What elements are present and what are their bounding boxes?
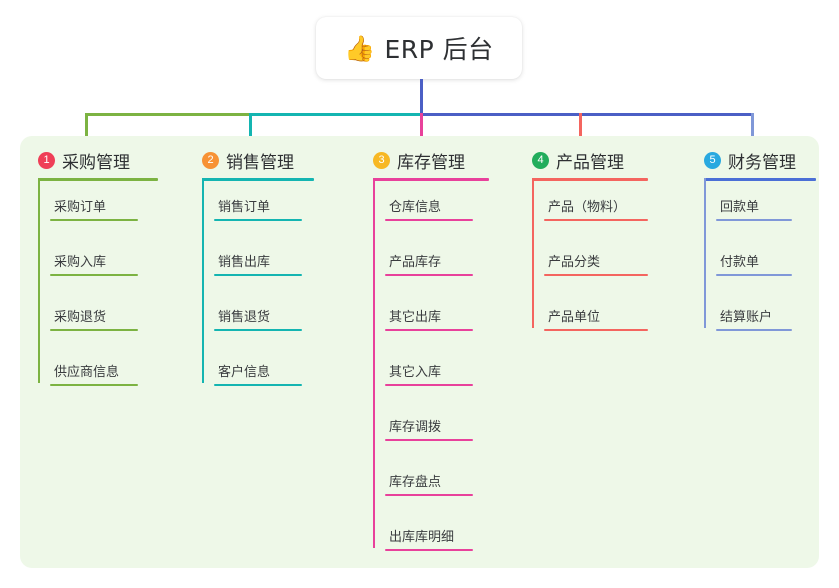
module-item-label: 产品库存 <box>389 255 442 270</box>
module-title: 财务管理 <box>728 152 796 173</box>
module-item-label: 出库库明细 <box>389 530 455 545</box>
module-item-rule <box>385 329 473 331</box>
module-item-rule <box>385 274 473 276</box>
module-item-label: 销售出库 <box>218 255 271 270</box>
module-item[interactable]: 供应商信息 <box>50 361 138 386</box>
module-header-4[interactable]: 4 产品管理 <box>532 148 624 173</box>
module-item[interactable]: 销售订单 <box>214 196 302 221</box>
module-item-rule <box>544 274 648 276</box>
module-item[interactable]: 产品库存 <box>385 251 473 276</box>
module-item[interactable]: 其它入库 <box>385 361 473 386</box>
module-header-1[interactable]: 1 采购管理 <box>38 148 130 173</box>
module-item-label: 采购入库 <box>54 255 107 270</box>
module-item-rule <box>716 329 792 331</box>
module-item[interactable]: 回款单 <box>716 196 792 221</box>
module-title: 采购管理 <box>62 152 130 173</box>
module-item-rule <box>544 329 648 331</box>
module-item[interactable]: 产品（物料） <box>544 196 648 221</box>
module-spine <box>704 178 706 328</box>
module-item[interactable]: 结算账户 <box>716 306 792 331</box>
module-item[interactable]: 出库库明细 <box>385 526 473 551</box>
module-spine <box>202 178 204 383</box>
module-item[interactable]: 产品分类 <box>544 251 648 276</box>
module-item-rule <box>544 219 648 221</box>
root-node-title: ERP 后台 <box>384 35 494 64</box>
module-title: 销售管理 <box>226 152 294 173</box>
module-item-rule <box>385 219 473 221</box>
module-item-rule <box>214 274 302 276</box>
module-number-badge: 4 <box>532 151 549 169</box>
module-item-label: 其它入库 <box>389 365 442 380</box>
module-header-rule <box>532 178 648 181</box>
module-item-rule <box>385 439 473 441</box>
module-item-label: 其它出库 <box>389 310 442 325</box>
module-item[interactable]: 采购入库 <box>50 251 138 276</box>
module-spine <box>532 178 534 328</box>
module-title: 产品管理 <box>556 152 624 173</box>
module-header-rule <box>38 178 158 181</box>
module-spine <box>373 178 375 548</box>
module-item[interactable]: 仓库信息 <box>385 196 473 221</box>
module-title: 库存管理 <box>397 152 465 173</box>
module-item-rule <box>50 274 138 276</box>
modules-panel <box>20 136 819 568</box>
module-item[interactable]: 销售退货 <box>214 306 302 331</box>
bus-segment-blue <box>420 113 754 116</box>
bus-segment-green <box>85 113 251 116</box>
module-header-rule <box>202 178 314 181</box>
module-item[interactable]: 销售出库 <box>214 251 302 276</box>
root-stem-line <box>420 79 423 116</box>
module-item-label: 产品（物料） <box>548 200 627 215</box>
module-item-label: 付款单 <box>720 255 760 270</box>
module-item-rule <box>214 219 302 221</box>
module-item-label: 仓库信息 <box>389 200 442 215</box>
module-item-rule <box>385 494 473 496</box>
module-item-label: 库存调拨 <box>389 420 442 435</box>
module-item[interactable]: 产品单位 <box>544 306 648 331</box>
module-header-3[interactable]: 3 库存管理 <box>373 148 465 173</box>
module-item-rule <box>214 384 302 386</box>
module-header-rule <box>704 178 816 181</box>
module-number-badge: 1 <box>38 151 55 169</box>
module-item-rule <box>385 384 473 386</box>
module-item-label: 采购订单 <box>54 200 107 215</box>
module-item-rule <box>385 549 473 551</box>
module-item[interactable]: 库存调拨 <box>385 416 473 441</box>
module-item[interactable]: 付款单 <box>716 251 792 276</box>
module-item[interactable]: 客户信息 <box>214 361 302 386</box>
module-item-label: 客户信息 <box>218 365 271 380</box>
bus-segment-teal <box>249 113 422 116</box>
module-item-rule <box>50 329 138 331</box>
module-item-label: 产品单位 <box>548 310 601 325</box>
module-item[interactable]: 采购退货 <box>50 306 138 331</box>
module-item-rule <box>716 274 792 276</box>
root-node-content: 👍 ERP 后台 <box>344 30 493 66</box>
module-item-label: 销售订单 <box>218 200 271 215</box>
module-item-label: 库存盘点 <box>389 475 442 490</box>
module-item-label: 结算账户 <box>720 310 773 325</box>
module-spine <box>38 178 40 383</box>
module-item-label: 回款单 <box>720 200 760 215</box>
module-item-label: 产品分类 <box>548 255 601 270</box>
module-item-rule <box>50 384 138 386</box>
module-item-label: 采购退货 <box>54 310 107 325</box>
module-item-label: 供应商信息 <box>54 365 120 380</box>
module-header-rule <box>373 178 489 181</box>
module-number-badge: 2 <box>202 151 219 169</box>
module-number-badge: 3 <box>373 151 390 169</box>
module-header-5[interactable]: 5 财务管理 <box>704 148 796 173</box>
root-node[interactable]: 👍 ERP 后台 <box>316 17 522 79</box>
module-item[interactable]: 库存盘点 <box>385 471 473 496</box>
module-number-badge: 5 <box>704 151 721 169</box>
module-item[interactable]: 其它出库 <box>385 306 473 331</box>
module-item-rule <box>50 219 138 221</box>
module-header-2[interactable]: 2 销售管理 <box>202 148 294 173</box>
thumbs-up-icon: 👍 <box>344 33 376 63</box>
module-item[interactable]: 采购订单 <box>50 196 138 221</box>
module-item-label: 销售退货 <box>218 310 271 325</box>
module-item-rule <box>716 219 792 221</box>
module-item-rule <box>214 329 302 331</box>
